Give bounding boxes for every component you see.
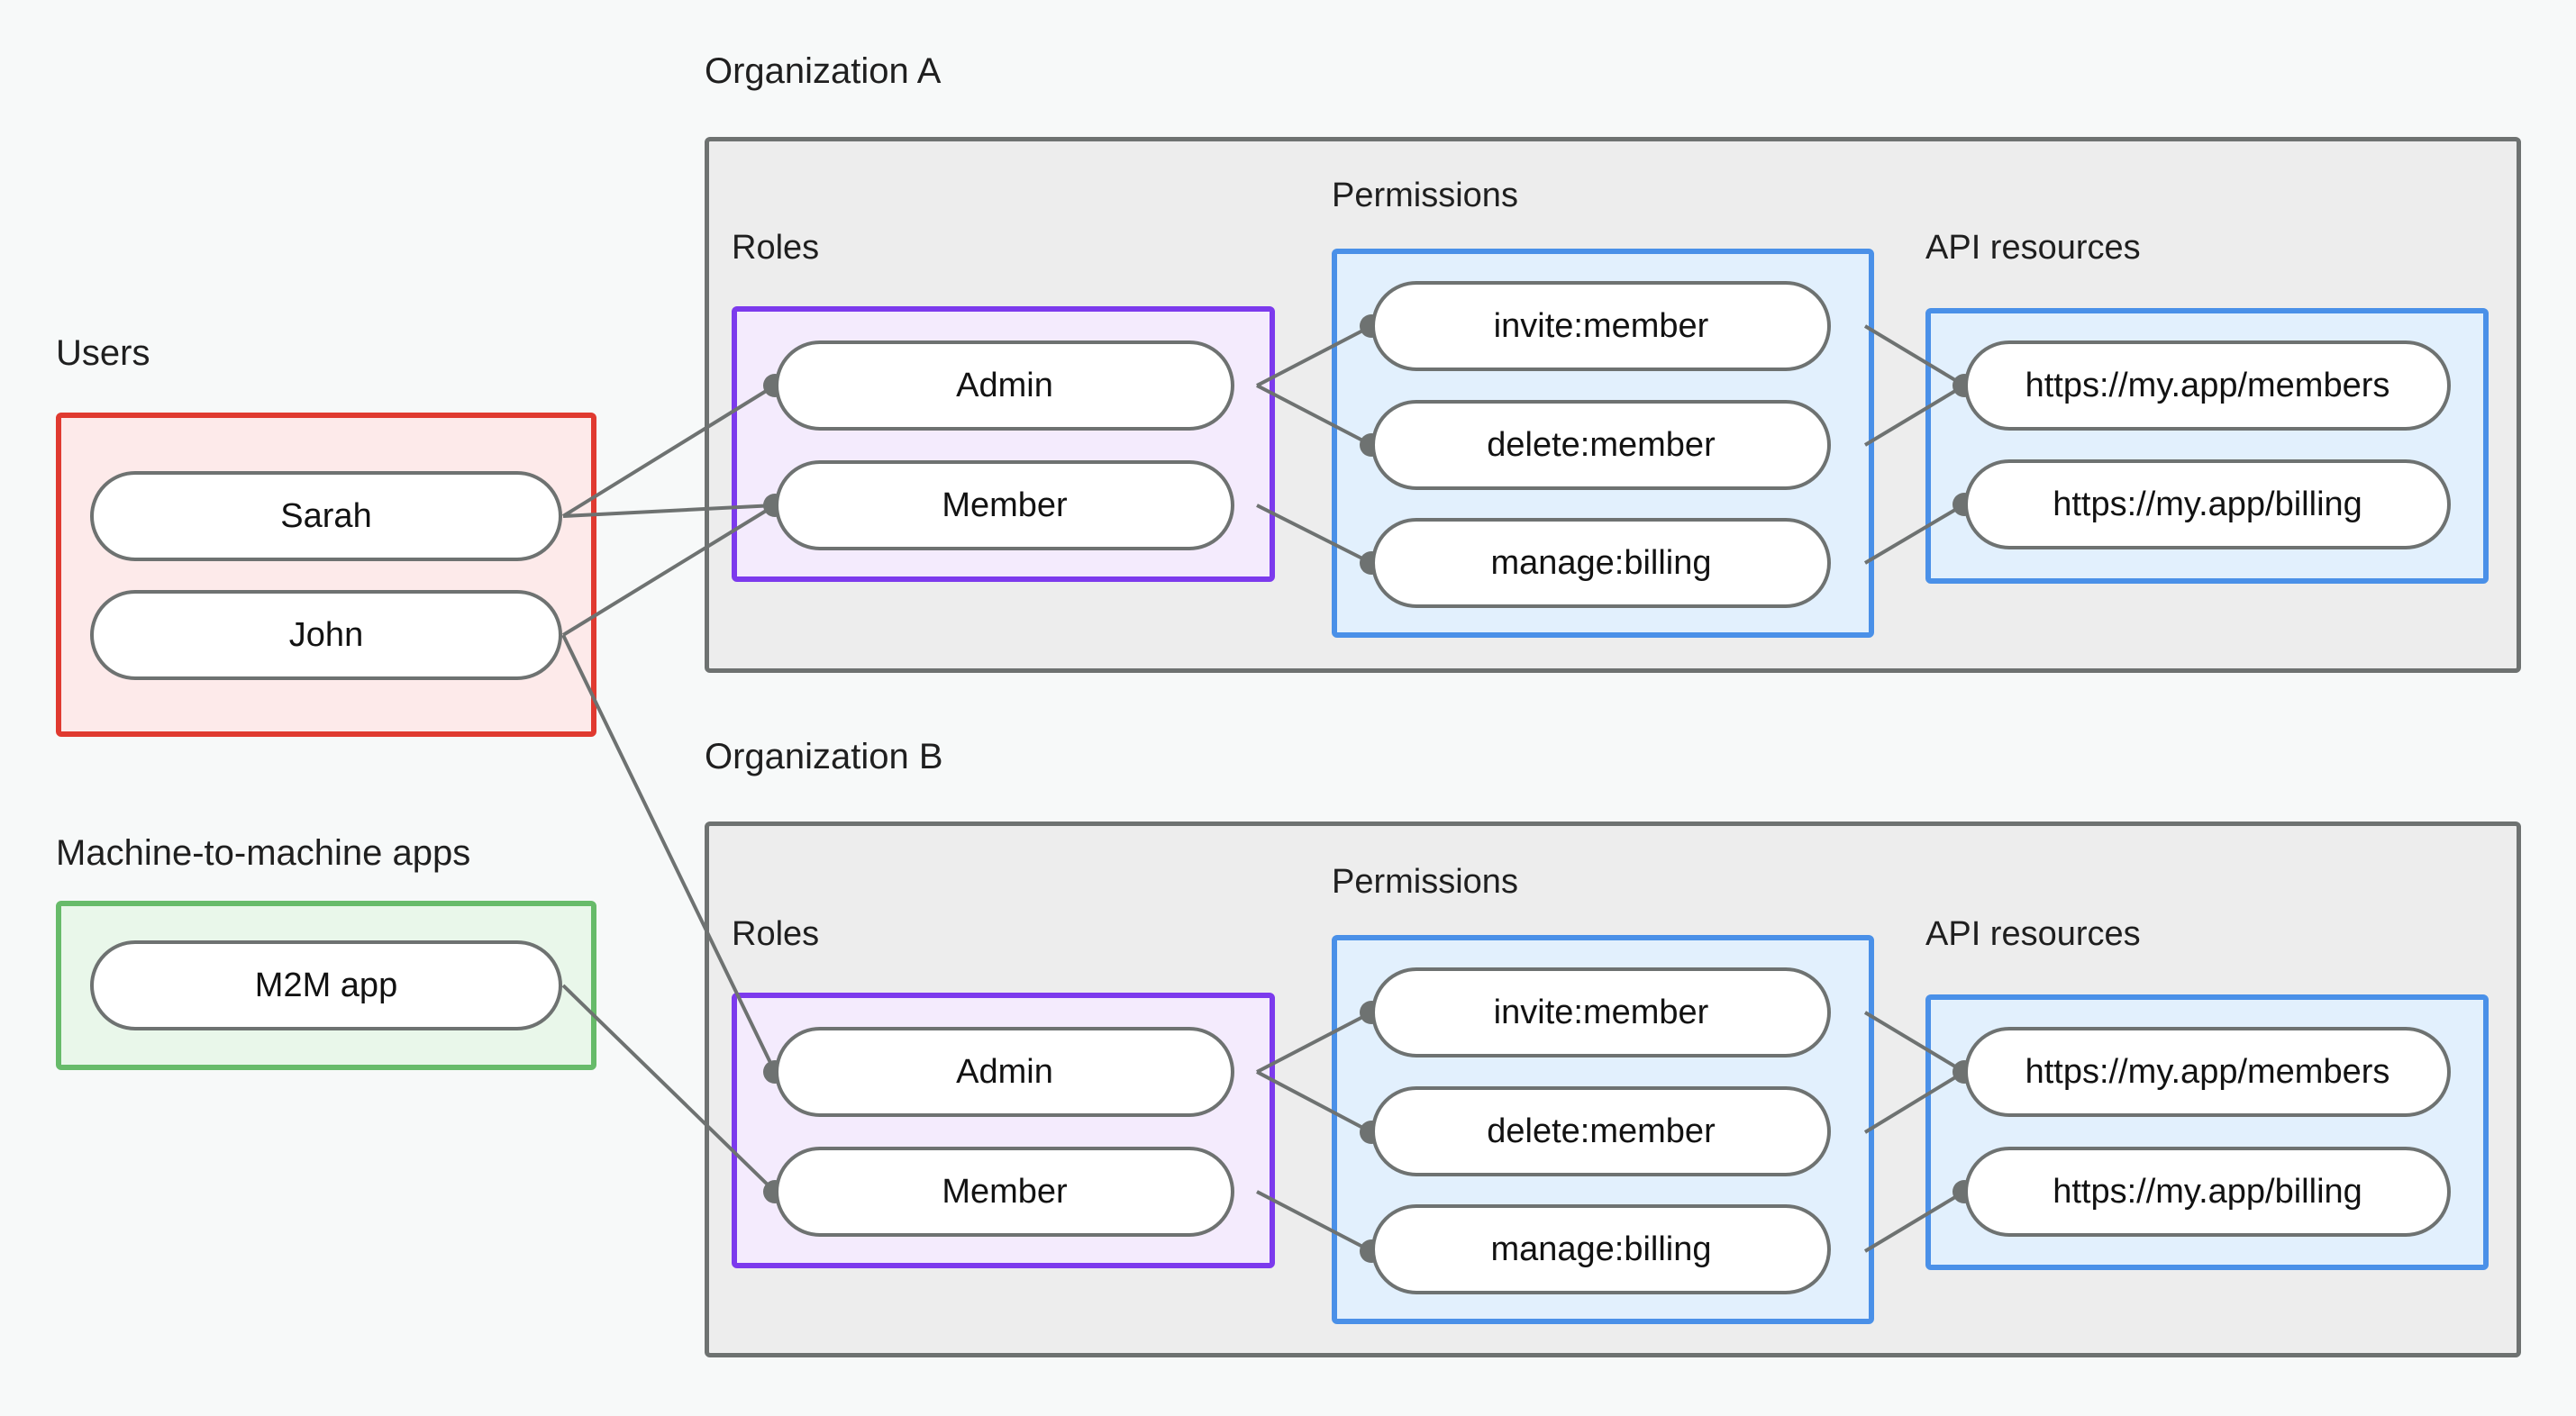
org-b-label: Organization B: [705, 737, 943, 776]
org-a-api-pill-billing[interactable]: https://my.app/billing: [1964, 459, 2451, 549]
m2m-group-label: Machine-to-machine apps: [56, 833, 471, 873]
org-a-permission-pill-manage-billing[interactable]: manage:billing: [1371, 518, 1831, 608]
org-b-role-pill-admin[interactable]: Admin: [775, 1027, 1234, 1117]
org-b-permissions-label: Permissions: [1332, 863, 1518, 901]
org-b-permission-pill-delete-member[interactable]: delete:member: [1371, 1086, 1831, 1176]
users-container: [56, 413, 596, 737]
users-group-label: Users: [56, 333, 150, 373]
org-b-api-pill-billing[interactable]: https://my.app/billing: [1964, 1147, 2451, 1237]
org-a-roles-label: Roles: [732, 229, 820, 267]
org-a-permission-pill-invite-member[interactable]: invite:member: [1371, 281, 1831, 371]
org-a-label: Organization A: [705, 51, 942, 91]
m2m-pill-app[interactable]: M2M app: [90, 940, 562, 1030]
org-a-api-resources-label: API resources: [1925, 229, 2141, 267]
org-a-role-pill-admin[interactable]: Admin: [775, 340, 1234, 431]
org-b-api-pill-members[interactable]: https://my.app/members: [1964, 1027, 2451, 1117]
org-b-roles-label: Roles: [732, 915, 820, 953]
org-b-permission-pill-invite-member[interactable]: invite:member: [1371, 967, 1831, 1057]
org-a-api-pill-members[interactable]: https://my.app/members: [1964, 340, 2451, 431]
org-b-api-resources-label: API resources: [1925, 915, 2141, 953]
org-b-permission-pill-manage-billing[interactable]: manage:billing: [1371, 1204, 1831, 1294]
org-b-role-pill-member[interactable]: Member: [775, 1147, 1234, 1237]
user-pill-sarah[interactable]: Sarah: [90, 471, 562, 561]
user-pill-john[interactable]: John: [90, 590, 562, 680]
org-a-permissions-label: Permissions: [1332, 177, 1518, 214]
org-a-permission-pill-delete-member[interactable]: delete:member: [1371, 400, 1831, 490]
org-a-role-pill-member[interactable]: Member: [775, 460, 1234, 550]
